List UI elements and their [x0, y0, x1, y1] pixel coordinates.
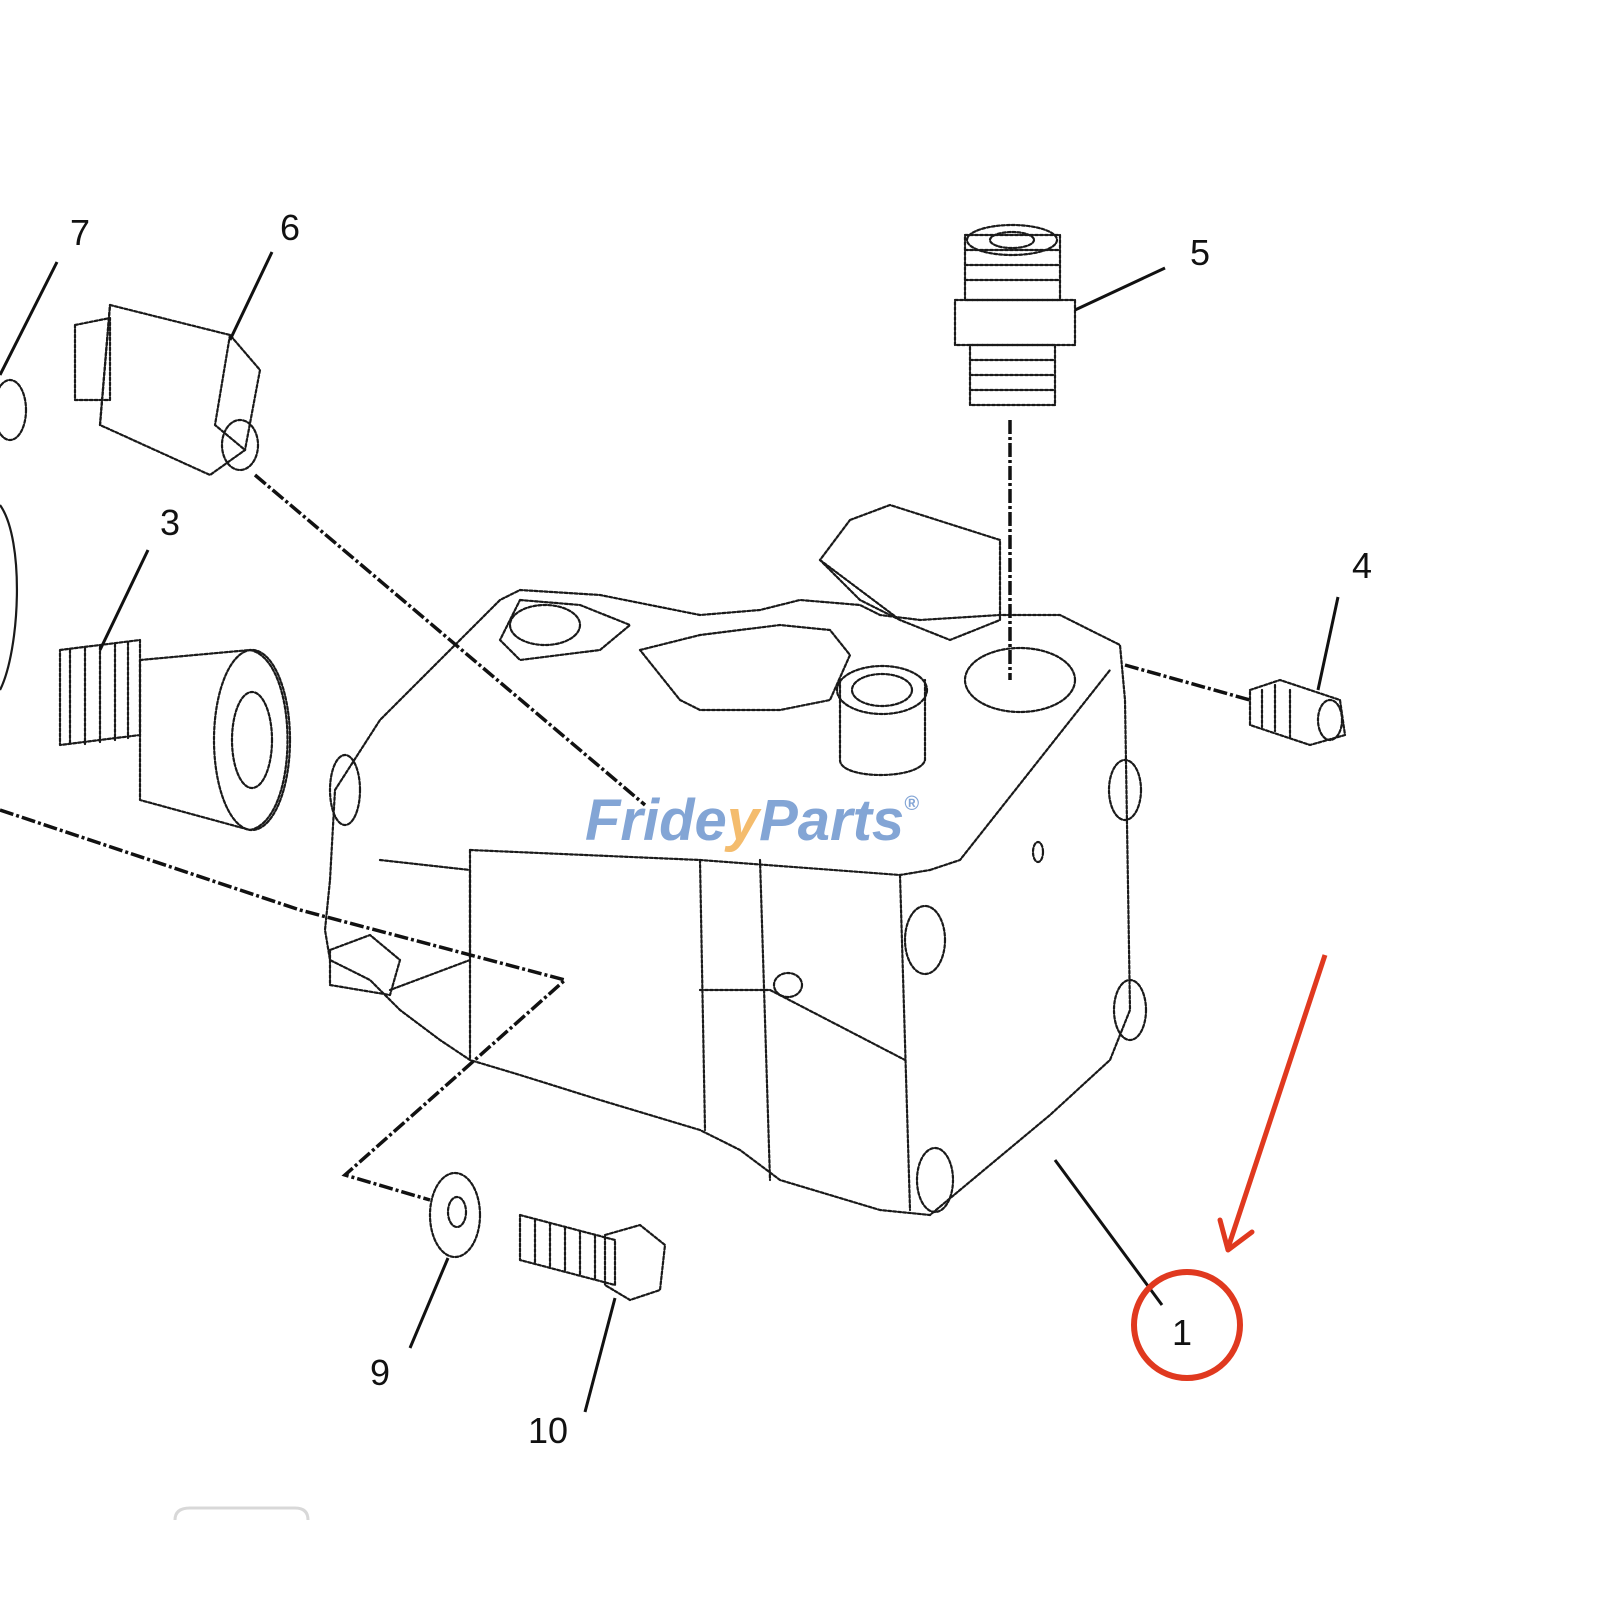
callout-4: 4 — [1352, 545, 1372, 586]
highlight-annotation — [1131, 954, 1328, 1381]
leader-lines — [0, 251, 1340, 1413]
callout-6: 6 — [280, 207, 300, 248]
highlight-circle — [1131, 1269, 1243, 1381]
watermark-trademark: ® — [904, 793, 919, 815]
callout-3: 3 — [160, 502, 180, 543]
corner-artifact — [173, 1506, 310, 1521]
assembly-lines — [0, 420, 1251, 1202]
callout-1: 1 — [1172, 1312, 1192, 1353]
watermark-text-mid: y — [724, 788, 762, 853]
callouts: 1 3 4 5 6 7 9 10 — [70, 207, 1372, 1451]
watermark-text-before: Fride — [585, 788, 727, 853]
callout-7: 7 — [70, 212, 90, 253]
watermark-text-after: Parts — [759, 788, 904, 853]
part-1-pump-housing — [323, 503, 1148, 1217]
part-6-sensor — [73, 303, 262, 477]
part-5-adapter-fitting — [953, 223, 1077, 407]
part-9-washer — [428, 1171, 482, 1259]
part-10-bolt — [518, 1213, 667, 1302]
part-3-splined-coupling — [58, 638, 292, 832]
callout-5: 5 — [1190, 232, 1210, 273]
highlight-arrow-shaft — [1225, 954, 1328, 1249]
watermark-logo: FrideyParts® — [585, 788, 919, 853]
highlight-arrow-head — [1217, 1217, 1255, 1253]
callout-9: 9 — [370, 1352, 390, 1393]
callout-10: 10 — [528, 1410, 568, 1451]
part-7-fitting — [0, 378, 28, 691]
part-4-fitting — [1248, 678, 1347, 747]
